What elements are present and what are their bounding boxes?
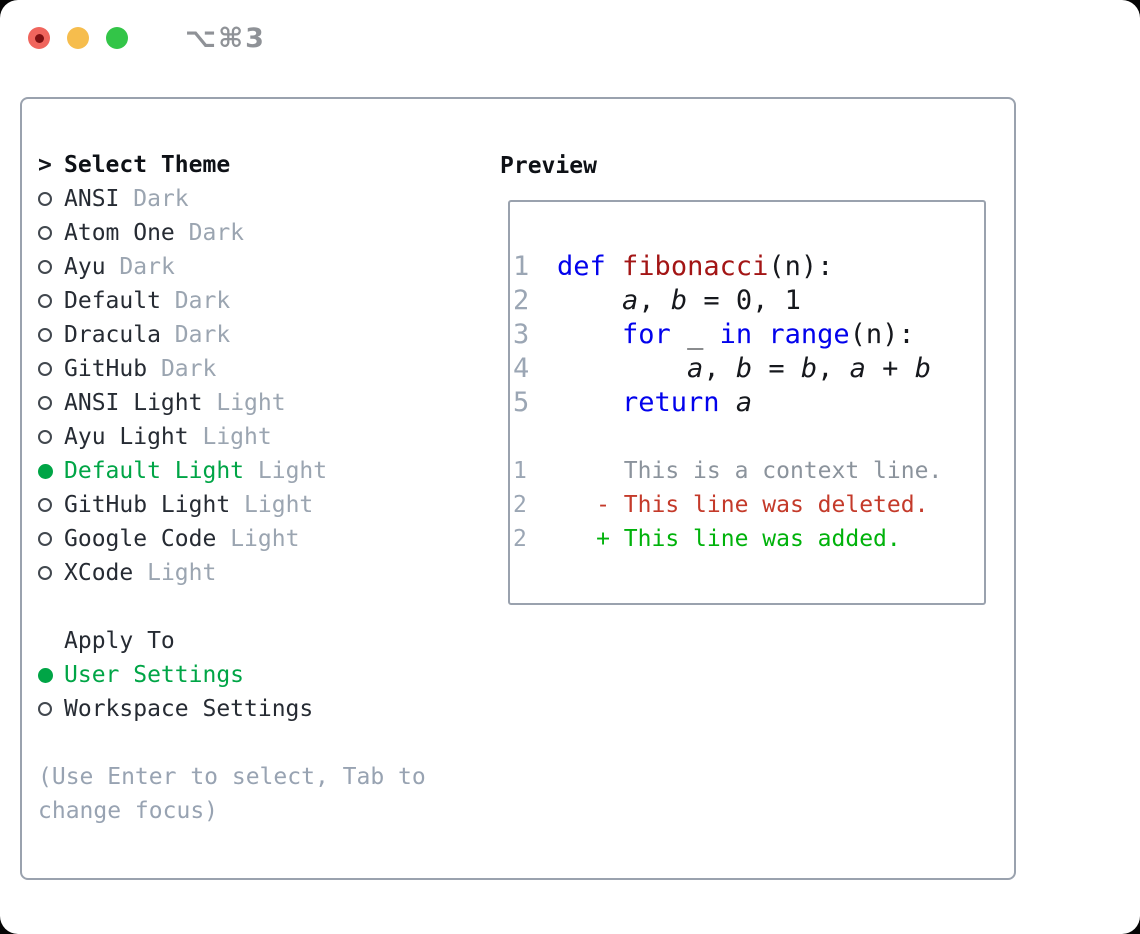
theme-option-ayu-light-light[interactable]: Ayu Light Light: [38, 420, 327, 454]
theme-option-label: ANSI Dark: [64, 186, 189, 212]
radio-icon: [38, 260, 52, 274]
theme-list-title: Select Theme: [64, 152, 231, 178]
theme-option-dracula-dark[interactable]: Dracula Dark: [38, 318, 327, 352]
line-number: 2: [513, 285, 530, 316]
line-number: 1: [513, 458, 527, 484]
radio-icon: [38, 430, 52, 444]
close-button[interactable]: [28, 27, 50, 49]
line-number: 5: [513, 387, 530, 418]
prompt-cursor-icon: >: [38, 152, 52, 178]
diff-line-added: 2 + This line was added.: [513, 526, 901, 552]
zoom-button[interactable]: [106, 27, 128, 49]
radio-icon: [38, 328, 52, 342]
theme-option-default-light-light[interactable]: Default Light Light: [38, 454, 327, 488]
code-line-2: 2 a, b = 0, 1: [513, 285, 801, 316]
window-title: ⌥⌘3: [185, 22, 266, 54]
apply-option-label: User Settings: [64, 662, 245, 688]
radio-selected-icon: [38, 667, 53, 683]
theme-option-label: Default Light Light: [64, 458, 328, 484]
theme-option-google-code-light[interactable]: Google Code Light: [38, 522, 327, 556]
hint-text: (Use Enter to select, Tab to change focus…: [38, 760, 426, 828]
line-number: 2: [513, 492, 527, 518]
theme-option-default-dark[interactable]: Default Dark: [38, 284, 327, 318]
theme-option-label: Dracula Dark: [64, 322, 231, 348]
close-dot-icon: [34, 33, 44, 43]
diff-line-context: 1 This is a context line.: [513, 458, 943, 484]
radio-icon: [38, 294, 52, 308]
theme-option-ayu-dark[interactable]: Ayu Dark: [38, 250, 327, 284]
theme-option-label: GitHub Light Light: [64, 492, 314, 518]
titlebar: ⌥⌘3: [28, 23, 266, 54]
theme-option-label: GitHub Dark: [64, 356, 217, 382]
line-number: 2: [513, 526, 527, 552]
theme-option-atom-one-dark[interactable]: Atom One Dark: [38, 216, 327, 250]
hint-line: (Use Enter to select, Tab to: [38, 764, 426, 790]
hint-line: change focus): [38, 798, 219, 824]
theme-option-label: Default Dark: [64, 288, 231, 314]
code-line-4: 4 a, b = b, a + b: [513, 353, 931, 384]
radio-icon: [38, 566, 52, 580]
radio-icon: [38, 396, 52, 410]
line-number: 1: [513, 251, 530, 282]
apply-option-user-settings[interactable]: User Settings: [38, 658, 327, 692]
line-number: 3: [513, 319, 530, 350]
apply-to-title: Apply To: [64, 628, 175, 654]
line-number: 4: [513, 353, 530, 384]
code-line-3: 3 for _ in range(n):: [513, 319, 915, 350]
radio-icon: [38, 532, 52, 546]
theme-option-label: XCode Light: [64, 560, 217, 586]
radio-icon: [38, 226, 52, 240]
minimize-button[interactable]: [67, 27, 89, 49]
diff-preview: 1 This is a context line. 2 - This line w…: [513, 454, 984, 556]
theme-option-label: ANSI Light Light: [64, 390, 286, 416]
radio-icon: [38, 702, 52, 716]
theme-option-label: Ayu Light Light: [64, 424, 272, 450]
radio-icon: [38, 362, 52, 376]
theme-option-xcode-light[interactable]: XCode Light: [38, 556, 327, 590]
apply-option-workspace-settings[interactable]: Workspace Settings: [38, 692, 327, 726]
diff-line-deleted: 2 - This line was deleted.: [513, 492, 929, 518]
theme-list-header: > Select Theme: [38, 148, 327, 182]
theme-option-github-dark[interactable]: GitHub Dark: [38, 352, 327, 386]
radio-icon: [38, 192, 52, 206]
theme-option-github-light-light[interactable]: GitHub Light Light: [38, 488, 327, 522]
apply-option-label: Workspace Settings: [64, 696, 314, 722]
apply-to-header: Apply To: [38, 624, 327, 658]
preview-title: Preview: [500, 153, 597, 179]
code-line-5: 5 return a: [513, 387, 753, 418]
radio-selected-icon: [38, 463, 53, 479]
theme-option-label: Atom One Dark: [64, 220, 245, 246]
theme-option-ansi-dark[interactable]: ANSI Dark: [38, 182, 327, 216]
radio-icon: [38, 498, 52, 512]
theme-option-label: Ayu Dark: [64, 254, 175, 280]
theme-option-label: Google Code Light: [64, 526, 300, 552]
theme-option-ansi-light-light[interactable]: ANSI Light Light: [38, 386, 327, 420]
